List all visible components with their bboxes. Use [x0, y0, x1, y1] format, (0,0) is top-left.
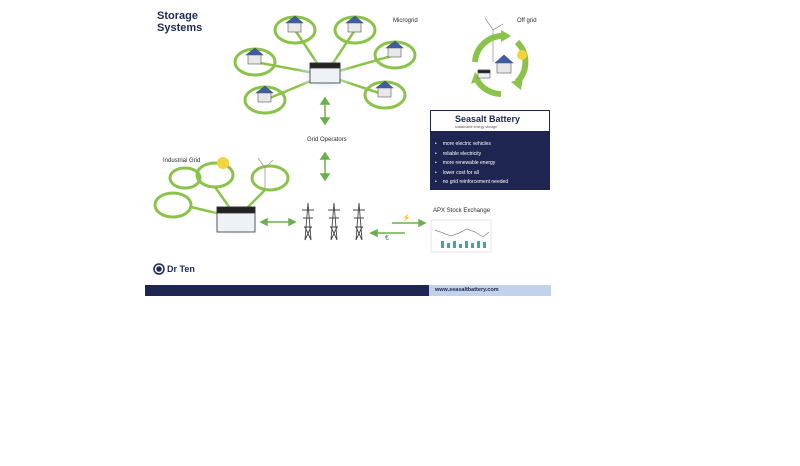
brand-tagline: sustainable energy storage [455, 125, 498, 129]
benefits-list: more electric vehicles reliable electric… [435, 140, 508, 188]
offgrid-sun-icon [517, 50, 527, 60]
title-line-1: Storage [157, 10, 198, 22]
sun-icon [217, 157, 229, 169]
microgrid-battery [309, 62, 341, 84]
offgrid-house [477, 54, 514, 79]
benefit-item: more electric vehicles [435, 140, 508, 150]
pylon-icons [302, 202, 365, 241]
exchange-arrows [369, 218, 427, 238]
industrial-battery [216, 206, 256, 233]
diagram-graphics [153, 15, 529, 275]
industrial-grid-label: Industrial Grid [163, 158, 201, 164]
footer-url-area [429, 285, 551, 296]
house-icons [245, 15, 404, 103]
website-link[interactable]: www.seasaltbattery.com [435, 287, 499, 293]
benefit-item: no grid reinforcement needed [435, 178, 508, 188]
title-line-2: Systems [157, 22, 203, 34]
vertical-arrows [319, 96, 331, 182]
benefit-item: lower cost for all [435, 169, 508, 179]
grid-operators-label: Grid Operators [307, 137, 347, 143]
storage-systems-diagram: Storage Systems Microgrid Off grid Grid … [145, 0, 551, 298]
stock-chart-thumbnail [430, 219, 492, 253]
horizontal-arrow-left [259, 217, 297, 227]
dr-ten-logo-icon [153, 263, 165, 275]
benefit-item: more renewable energy [435, 159, 508, 169]
benefit-item: reliable electricity [435, 150, 508, 160]
brand-name: Seasalt Battery [455, 114, 521, 124]
euro-symbol: € [385, 235, 389, 242]
offgrid-label: Off grid [517, 18, 537, 24]
offgrid-arrowheads [471, 30, 523, 90]
footer-bar [145, 285, 551, 296]
page-title: Storage Systems [157, 10, 202, 34]
stock-exchange-label: APX Stock Exchange [433, 208, 491, 214]
offgrid-cycle [472, 32, 529, 97]
microgrid-label: Microgrid [393, 18, 418, 24]
brand-header: Seasalt Battery sustainable energy stora… [430, 110, 550, 132]
energy-symbol: ⚡ [402, 215, 411, 222]
dr-ten-logo-text: Dr Ten [167, 264, 195, 274]
